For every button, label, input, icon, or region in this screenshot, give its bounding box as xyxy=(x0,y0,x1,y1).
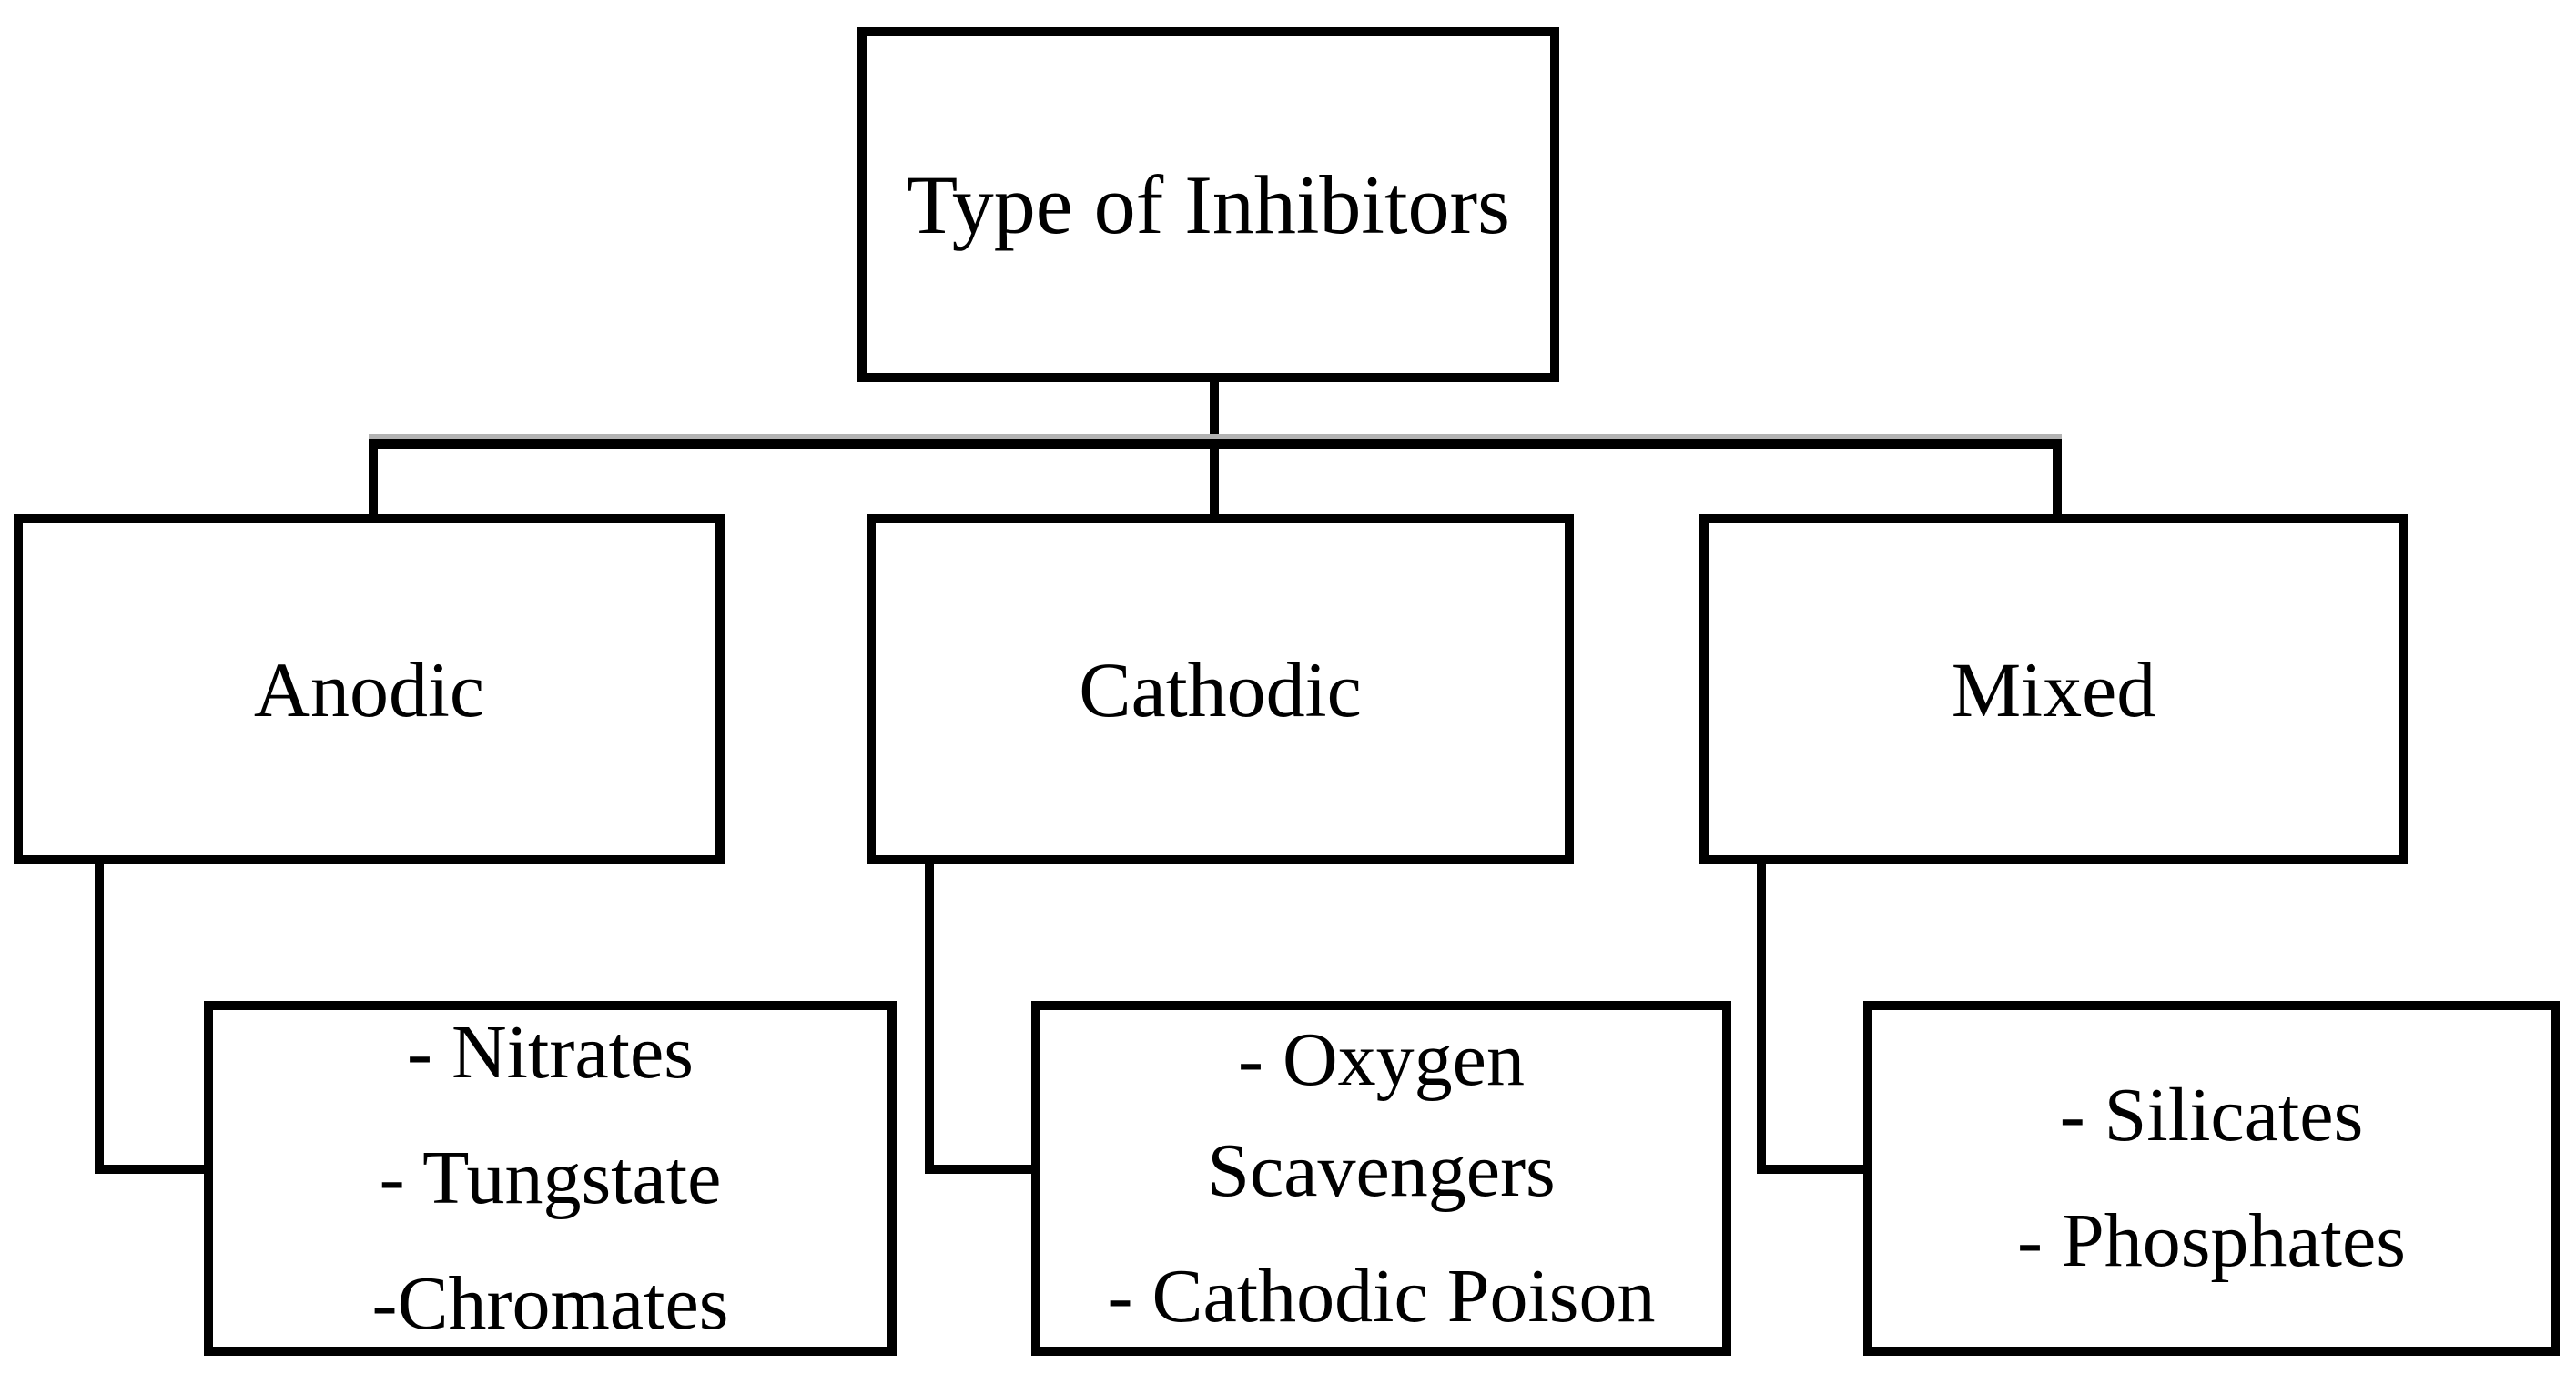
connector-drop-mixed xyxy=(2053,439,2062,514)
branch-box-mixed: Mixed xyxy=(1699,514,2408,864)
connector-drop-cathodic xyxy=(1210,439,1219,514)
leaf-item: - Phosphates xyxy=(2017,1198,2406,1283)
connector-cathodic-leaf-horizontal xyxy=(925,1165,1031,1174)
connector-mixed-leaf-horizontal xyxy=(1757,1165,1863,1174)
connector-drop-anodic xyxy=(369,439,378,514)
leaf-box-mixed: - Silicates - Phosphates xyxy=(1863,1001,2560,1356)
leaf-item: - Oxygen Scavengers xyxy=(1207,1017,1556,1214)
branch-label-anodic: Anodic xyxy=(253,645,485,733)
branch-box-cathodic: Cathodic xyxy=(867,514,1574,864)
root-box: Type of Inhibitors xyxy=(857,27,1559,382)
leaf-item: - Silicates xyxy=(2059,1073,2364,1158)
connector-anodic-leaf-vertical xyxy=(95,864,104,1174)
connector-crossbar-highlight xyxy=(369,434,2062,439)
branch-label-mixed: Mixed xyxy=(1951,645,2156,733)
branch-label-cathodic: Cathodic xyxy=(1079,645,1362,733)
leaf-item: - Nitrates xyxy=(407,1010,694,1096)
connector-mixed-leaf-vertical xyxy=(1757,864,1766,1174)
root-label: Type of Inhibitors xyxy=(906,158,1510,251)
connector-cathodic-leaf-vertical xyxy=(925,864,934,1174)
leaf-box-anodic: - Nitrates - Tungstate -Chromates xyxy=(204,1001,897,1356)
connector-root-stem xyxy=(1210,382,1219,441)
leaf-item: -Chromates xyxy=(371,1260,729,1346)
leaf-box-cathodic: - Oxygen Scavengers - Cathodic Poison xyxy=(1031,1001,1731,1356)
branch-box-anodic: Anodic xyxy=(14,514,725,864)
leaf-item: - Cathodic Poison xyxy=(1107,1253,1656,1339)
connector-anodic-leaf-horizontal xyxy=(95,1165,204,1174)
leaf-item: - Tungstate xyxy=(379,1136,722,1221)
